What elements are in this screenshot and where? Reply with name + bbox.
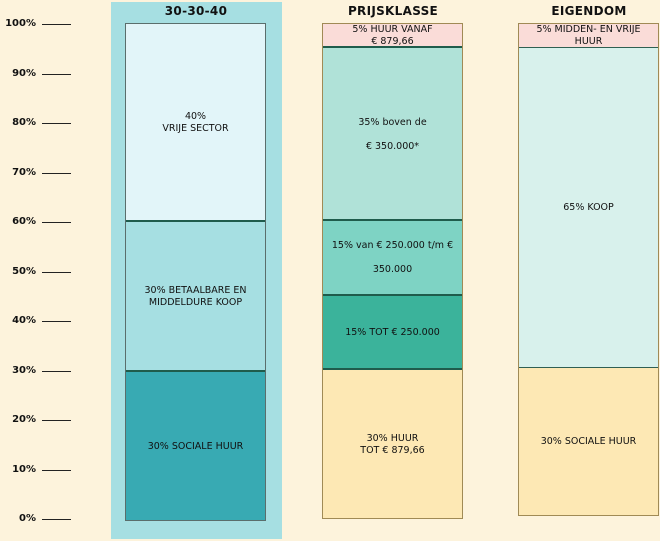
bar-segment: 65% KOOP bbox=[518, 48, 659, 368]
bar-segment: 30% BETAALBARE EN MIDDELDURE KOOP bbox=[125, 222, 266, 371]
y-tick-line bbox=[42, 74, 71, 75]
y-tick-line bbox=[42, 321, 71, 322]
y-tick-line bbox=[42, 272, 71, 273]
column-title-prijsklasse: PRIJSKLASSE bbox=[347, 4, 439, 18]
y-tick-label: 60% bbox=[12, 216, 36, 227]
bar-segment: 15% van € 250.000 t/m € 350.000 bbox=[322, 221, 463, 295]
bar-segment: 5% HUUR VANAF € 879,66 bbox=[322, 23, 463, 48]
y-tick-label: 10% bbox=[12, 464, 36, 475]
y-tick-label: 80% bbox=[12, 117, 36, 128]
y-tick-line bbox=[42, 123, 71, 124]
bar-segment: 35% boven de € 350.000* bbox=[322, 48, 463, 222]
segment-label: 15% van € 250.000 t/m € 350.000 bbox=[331, 240, 454, 275]
bar-segment: 15% TOT € 250.000 bbox=[322, 296, 463, 370]
y-tick-line bbox=[42, 470, 71, 471]
segment-label: 30% SOCIALE HUUR bbox=[147, 440, 244, 452]
y-tick-line bbox=[42, 173, 71, 174]
bar-frame bbox=[125, 23, 266, 521]
y-tick-label: 0% bbox=[19, 513, 36, 524]
segment-label: 30% BETAALBARE EN MIDDELDURE KOOP bbox=[144, 284, 247, 308]
y-tick-label: 70% bbox=[12, 167, 36, 178]
bar-segment: 40% VRIJE SECTOR bbox=[125, 23, 266, 222]
y-tick-label: 30% bbox=[12, 365, 36, 376]
segment-label: 5% HUUR VANAF € 879,66 bbox=[352, 23, 433, 47]
y-tick-label: 40% bbox=[12, 315, 36, 326]
segment-label: 40% VRIJE SECTOR bbox=[162, 110, 229, 134]
y-tick-label: 90% bbox=[12, 68, 36, 79]
bar-segment: 30% HUUR TOT € 879,66 bbox=[322, 370, 463, 519]
y-tick-line bbox=[42, 222, 71, 223]
segment-label: 15% TOT € 250.000 bbox=[345, 327, 440, 338]
segment-label: 30% HUUR TOT € 879,66 bbox=[360, 432, 425, 456]
y-tick-line bbox=[42, 420, 71, 421]
y-tick-label: 100% bbox=[5, 18, 36, 29]
y-tick-line bbox=[42, 24, 71, 25]
bar-frame bbox=[322, 23, 463, 519]
bar-frame bbox=[518, 23, 659, 516]
bar-segment: 30% SOCIALE HUUR bbox=[125, 372, 266, 521]
y-tick-label: 50% bbox=[12, 266, 36, 277]
y-tick-line bbox=[42, 371, 71, 372]
segment-label: 65% KOOP bbox=[563, 202, 614, 213]
column-title-eigendom: EIGENDOM bbox=[551, 4, 627, 18]
y-tick-label: 20% bbox=[12, 414, 36, 425]
column-title-30-30-40: 30-30-40 bbox=[164, 4, 228, 18]
bar-segment: 30% SOCIALE HUUR bbox=[518, 368, 659, 516]
segment-label: 5% MIDDEN- EN VRIJE HUUR bbox=[536, 23, 641, 47]
segment-label: 35% boven de € 350.000* bbox=[358, 117, 427, 152]
segment-label: 30% SOCIALE HUUR bbox=[540, 436, 637, 447]
bar-segment: 5% MIDDEN- EN VRIJE HUUR bbox=[518, 23, 659, 48]
y-tick-line bbox=[42, 519, 71, 520]
